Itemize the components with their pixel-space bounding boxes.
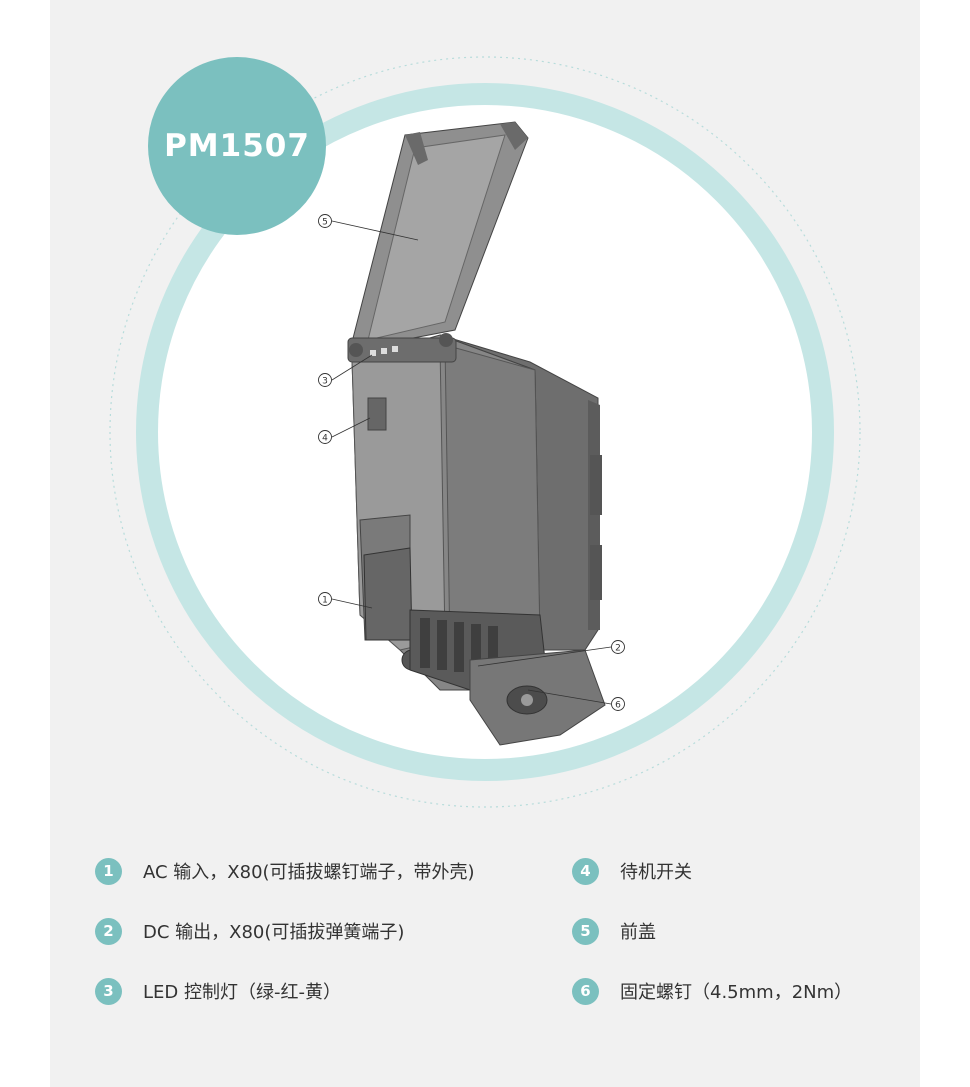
legend-item-2: 2 DC 输出，X80(可插拔弹簧端子) <box>95 916 404 946</box>
legend-item-4: 4 待机开关 <box>572 856 692 886</box>
legend-item-3: 3 LED 控制灯（绿-红-黄） <box>95 976 341 1006</box>
legend-number: 1 <box>95 857 122 885</box>
callout-1: 1 <box>322 595 328 605</box>
legend-label: DC 输出，X80(可插拔弹簧端子) <box>143 922 405 943</box>
legend-label: LED 控制灯（绿-红-黄） <box>143 982 341 1003</box>
legend-label: AC 输入，X80(可插拔螺钉端子，带外壳) <box>143 862 475 883</box>
legend-number: 5 <box>572 917 599 945</box>
legend-number: 3 <box>95 977 122 1005</box>
product-title-badge: PM1507 <box>148 57 326 235</box>
legend-number: 6 <box>572 977 599 1005</box>
callout-lines <box>331 220 612 705</box>
legend-item-6: 6 固定螺钉（4.5mm，2Nm） <box>572 976 852 1006</box>
device-illustration <box>347 121 606 746</box>
dotted-ring <box>109 56 861 808</box>
legend-number: 2 <box>95 917 122 945</box>
legend-number: 4 <box>572 857 599 885</box>
callout-6: 6 <box>615 700 621 710</box>
legend-item-5: 5 前盖 <box>572 916 656 946</box>
callout-4: 4 <box>322 433 328 443</box>
legend-label: 待机开关 <box>620 862 692 883</box>
legend-label: 固定螺钉（4.5mm，2Nm） <box>620 982 853 1003</box>
callout-3: 3 <box>322 376 328 386</box>
product-title: PM1507 <box>164 128 310 164</box>
callout-5: 5 <box>322 217 328 227</box>
legend-label: 前盖 <box>620 922 656 943</box>
legend-item-1: 1 AC 输入，X80(可插拔螺钉端子，带外壳) <box>95 856 475 886</box>
callout-markers: 5 3 4 1 2 6 <box>318 214 625 711</box>
callout-2: 2 <box>615 643 621 653</box>
